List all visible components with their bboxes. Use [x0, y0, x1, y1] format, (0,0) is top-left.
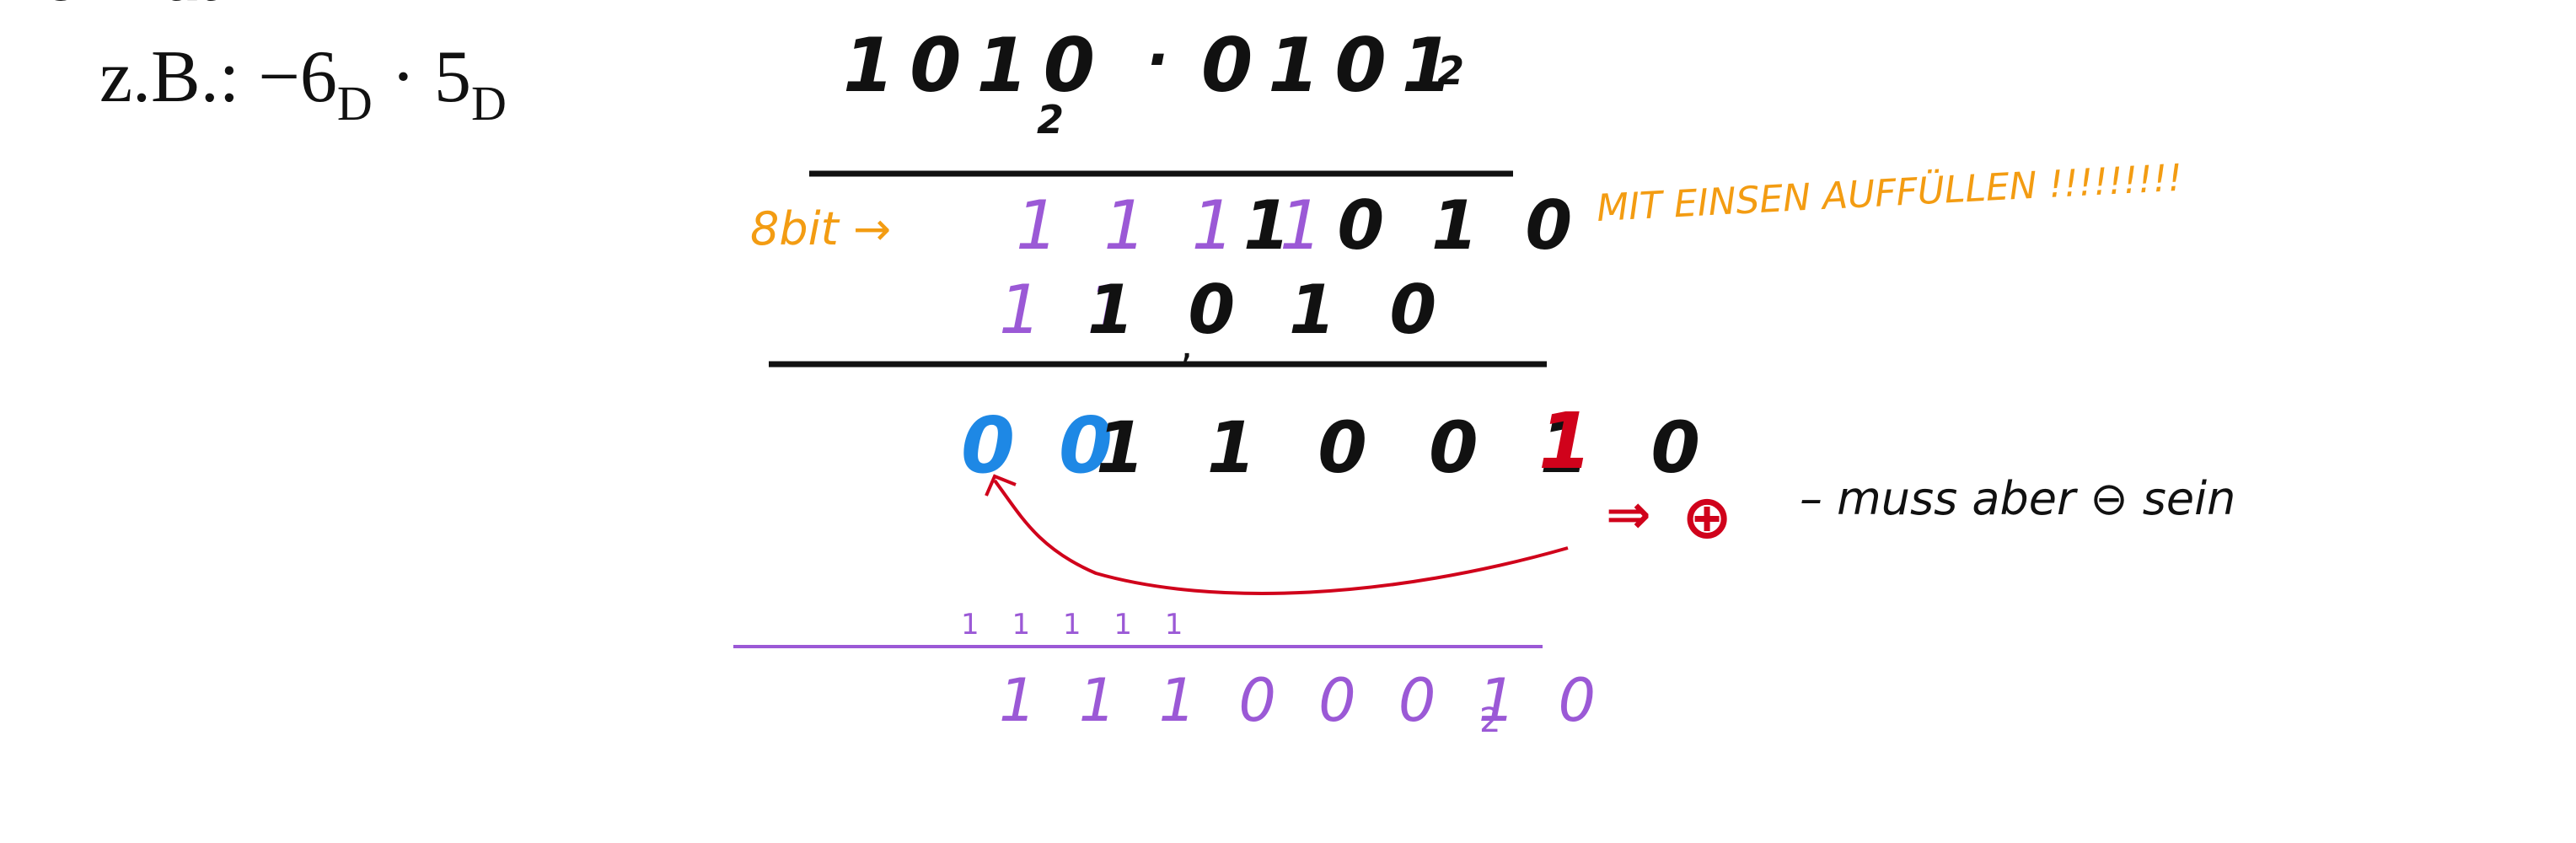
arrow-implies: ⇒	[1606, 484, 1651, 546]
operand-b: 0101	[1201, 22, 1468, 109]
overflow-arrowhead	[985, 474, 1017, 497]
example-middle: · 5	[373, 36, 471, 118]
extension-label: 8bit →	[750, 202, 891, 255]
row2-carry-mark: ,	[1180, 321, 1193, 368]
operand-a-base: 2	[1037, 97, 1064, 142]
operand-a: 1010	[843, 22, 1110, 109]
sign-symbol: ⊕	[1682, 481, 1732, 552]
overflow-arrow	[993, 479, 1569, 595]
result-overflow-bits: 0 0	[961, 400, 1121, 491]
row1-bits: 1 0 1 0	[1243, 186, 1584, 265]
sign-note: – muss aber ⊖ sein	[1800, 472, 2235, 525]
example-subscript-1: D	[337, 76, 373, 131]
row2-bits: 1 0 1 0	[1087, 271, 1452, 349]
carry-ticks: 1 1 1 1 1	[961, 608, 1194, 642]
handwritten-operands: 1010 2 · 0101 2	[843, 22, 1468, 142]
extension-note: MIT EINSEN AUFFÜLLEN !!!!!!!!!	[1596, 156, 2184, 230]
overflow-bit: 1	[1538, 396, 1592, 486]
row1-fill-ones: 1 1 1 1	[1016, 186, 1334, 265]
multiply-operator: ·	[1146, 25, 1169, 94]
example-subscript-2: D	[471, 76, 507, 131]
correct-result-base: 2	[1479, 701, 1500, 740]
correct-result: 1 1 1 0 0 0 1 0	[999, 666, 1607, 735]
result-bits: 1 1 0 0 1 0	[1096, 406, 1719, 489]
example-prefix: z.B.: −6	[99, 36, 337, 118]
slide-heading-fragment: Format	[0, 0, 219, 17]
example-expression: z.B.: −6D · 5D	[99, 36, 507, 131]
operand-b-base: 2	[1437, 48, 1464, 94]
row2-fill-ones: 1 1	[999, 271, 1141, 349]
